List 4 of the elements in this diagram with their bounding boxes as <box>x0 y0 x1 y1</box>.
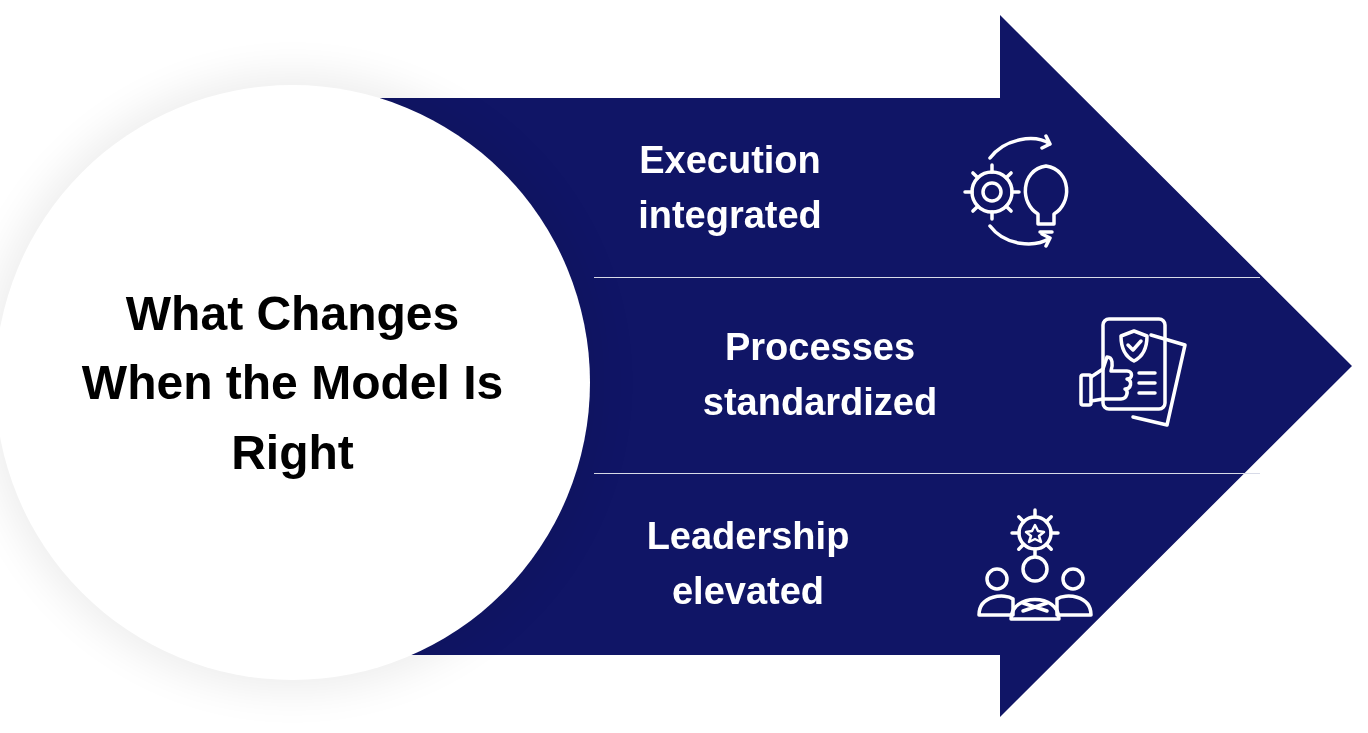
band-label: Execution integrated <box>637 137 823 238</box>
title-text: What Changes When the Model Is Right <box>80 285 505 481</box>
band-label: Processes standardized <box>701 324 939 425</box>
band-label: Leadership elevated <box>645 513 851 614</box>
